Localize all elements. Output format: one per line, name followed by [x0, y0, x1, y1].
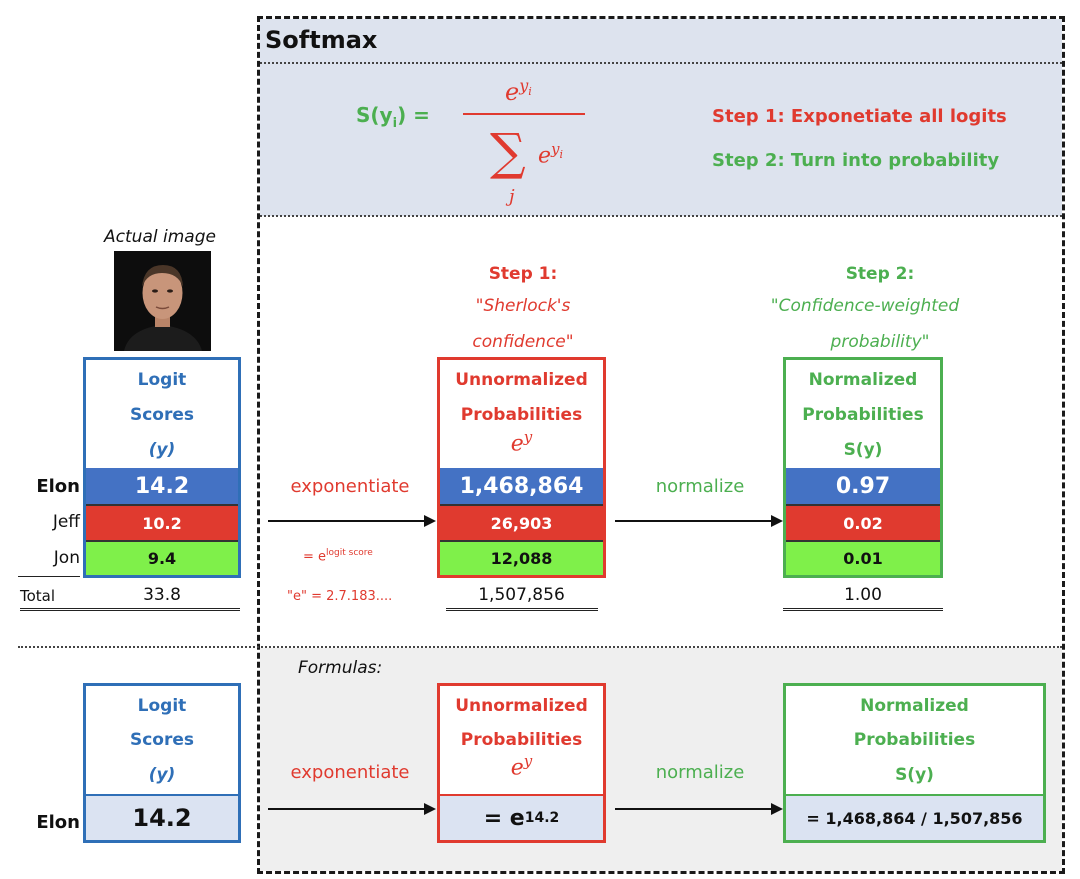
normalize-arrow-head [771, 515, 783, 527]
row-name-elon: Elon [36, 476, 80, 497]
formula-numerator: eyi [505, 76, 532, 106]
row-name-jon: Jon [53, 548, 80, 568]
logit-cell-jon: 9.4 [86, 540, 238, 575]
softmax-title: Softmax [265, 26, 378, 54]
e-value-note: "e" = 2.7.183.... [287, 589, 393, 604]
norm-cell-elon: 0.97 [786, 468, 940, 504]
sum-symbol: ∑ [490, 123, 526, 181]
formula-logit-line2: Scores [129, 730, 195, 750]
formula-norm-cell: = 1,468,864 / 1,507,856 [786, 794, 1043, 840]
fraction-bar [463, 113, 585, 115]
unnorm-box-line2: Probabilities [460, 405, 583, 425]
formula-normalize-label: normalize [655, 762, 745, 783]
norm-cell-jeff: 0.02 [786, 504, 940, 540]
step1-quote-line2: confidence" [472, 332, 574, 352]
unnorm-cell-jeff: 26,903 [440, 504, 603, 540]
formula-logit-line1: Logit [137, 696, 187, 716]
total-label: Total [20, 587, 56, 605]
formula-normalize-arrow-head [771, 803, 783, 815]
formula-unnorm-expr: ey [510, 752, 533, 781]
step2-quote-line2: probability" [830, 332, 930, 352]
total-unnorm: 1,507,856 [478, 585, 565, 605]
step2-quote-line1: "Confidence-weighted [770, 296, 960, 316]
exponentiate-label: exponentiate [290, 476, 410, 497]
header-bottom-divider [260, 215, 1062, 217]
logit-scores-box [83, 357, 241, 578]
portrait-image [114, 251, 211, 351]
logit-exp-note: = elogit score [303, 548, 373, 565]
softmax-header-band [260, 19, 1062, 216]
unnorm-cell-elon: 1,468,864 [440, 468, 603, 504]
step2-description: Step 2: Turn into probability [712, 150, 1000, 171]
header-divider [260, 62, 1062, 64]
formulas-divider [18, 646, 1062, 648]
formula-unnorm-line2: Probabilities [460, 730, 583, 750]
normalize-arrow-line [615, 520, 772, 522]
formula-exponentiate-arrow-line [268, 808, 424, 810]
row-name-jeff: Jeff [52, 512, 80, 532]
formula-exponentiate-arrow-head [424, 803, 436, 815]
logit-cell-elon: 14.2 [86, 468, 238, 504]
total-unnorm-double-line [446, 608, 598, 611]
exponentiate-arrow-line [268, 520, 424, 522]
exponentiate-arrow-head [424, 515, 436, 527]
total-logit: 33.8 [143, 585, 181, 605]
norm-box-line1: Normalized [808, 370, 918, 390]
image-caption: Actual image [104, 227, 216, 247]
formulas-label: Formulas: [298, 658, 383, 678]
formula-norm-line2: Probabilities [853, 730, 976, 750]
formula-logit-line3: (y) [148, 765, 176, 785]
formula-norm-expr: S(y) [895, 765, 934, 785]
formula-exponentiate-label: exponentiate [290, 762, 410, 783]
formula-normalize-arrow-line [615, 808, 772, 810]
logit-cell-jeff: 10.2 [86, 504, 238, 540]
formula-norm-line1: Normalized [860, 696, 969, 716]
formula-logit-cell: 14.2 [86, 794, 238, 840]
step1-description: Step 1: Exponetiate all logits [712, 106, 1007, 127]
total-logit-double-line [20, 608, 240, 611]
norm-box-expr: S(y) [843, 440, 883, 460]
formula-row-name: Elon [36, 812, 80, 833]
unnorm-cell-jon: 12,088 [440, 540, 603, 575]
logit-box-line2: Scores [129, 405, 195, 425]
formula-denominator: eyi [538, 140, 564, 169]
logit-box-line3: (y) [148, 440, 176, 460]
softmax-frame [257, 16, 1065, 874]
total-norm: 1.00 [844, 585, 882, 605]
norm-box-line2: Probabilities [802, 405, 924, 425]
step2-title: Step 2: [845, 264, 915, 284]
logit-box-line1: Logit [137, 370, 187, 390]
unnorm-box-expr: ey [510, 428, 533, 457]
norm-cell-jon: 0.01 [786, 540, 940, 575]
sum-index: j [509, 186, 515, 207]
formula-lhs: S(yi) = [356, 103, 430, 131]
formula-unnorm-line1: Unnormalized [455, 696, 588, 716]
normalize-label: normalize [655, 476, 745, 497]
row-names-underline [18, 576, 80, 577]
step1-quote-line1: "Sherlock's [475, 296, 571, 316]
total-norm-double-line [783, 608, 943, 611]
step1-title: Step 1: [488, 264, 558, 284]
unnorm-box-line1: Unnormalized [455, 370, 588, 390]
